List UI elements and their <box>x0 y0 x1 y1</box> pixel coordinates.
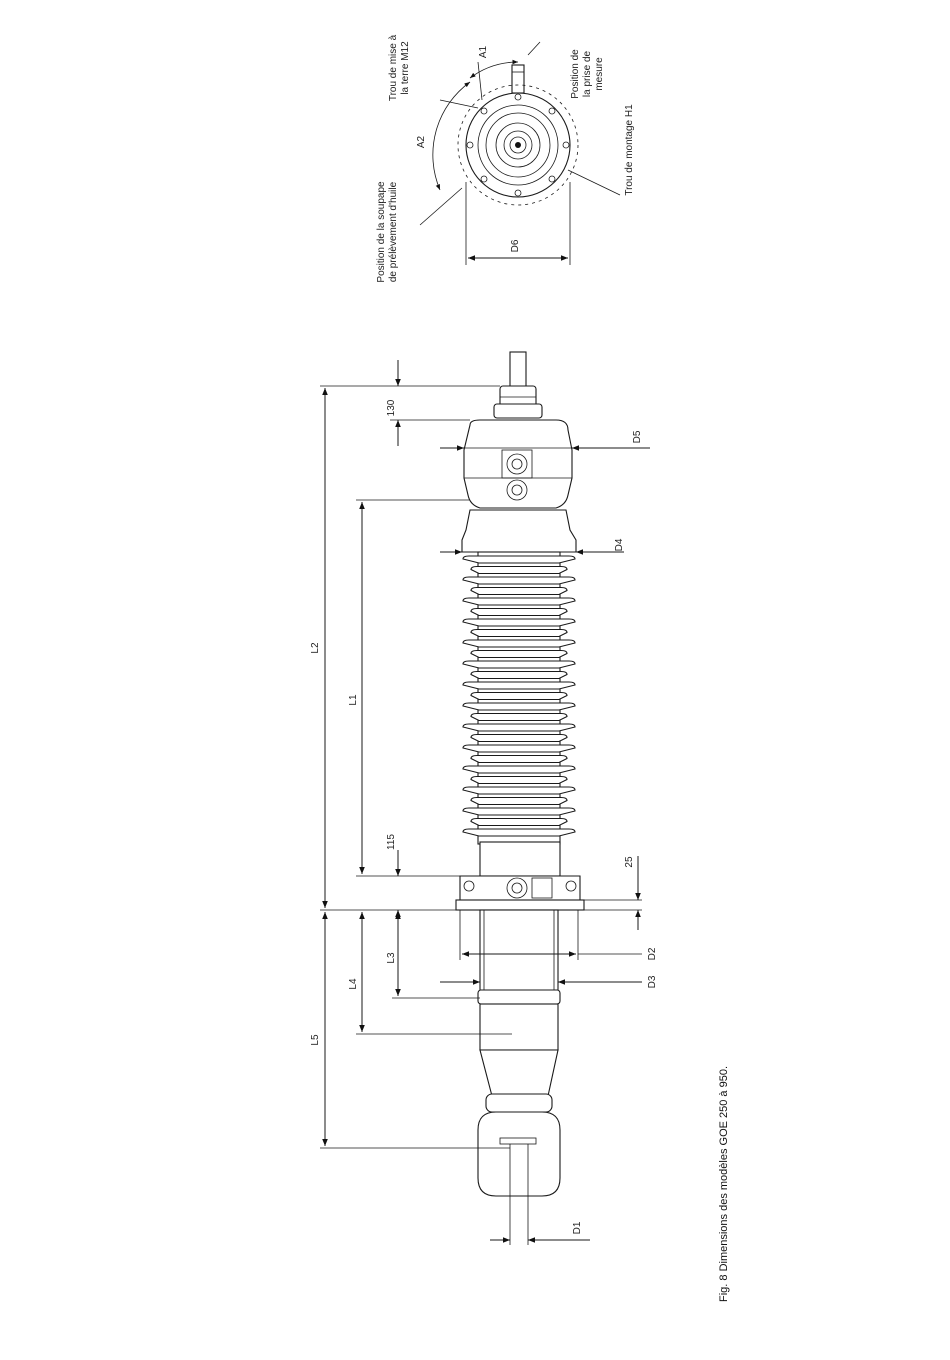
insulator-shed <box>463 577 575 584</box>
svg-text:Position de la soupape: Position de la soupape <box>376 181 387 283</box>
l2-label: L2 <box>310 642 321 654</box>
insulator-shed <box>463 598 575 605</box>
top-view: A1 A2 D6 Trou de mise à la terre M12 Pos… <box>376 34 635 282</box>
insulator-shed <box>463 766 575 773</box>
insulator-shed <box>463 787 575 794</box>
l5-label: L5 <box>310 1034 321 1046</box>
insulator-shed <box>471 714 567 721</box>
dim-130-label: 130 <box>386 399 397 416</box>
d6-label: D6 <box>510 239 521 252</box>
insulator-shed <box>463 703 575 710</box>
a2-label: A2 <box>416 135 427 148</box>
insulator-shed <box>471 588 567 595</box>
figure-caption: Fig. 8 Dimensions des modèles GOE 250 à … <box>718 1066 730 1302</box>
d1-label: D1 <box>572 1221 583 1234</box>
svg-text:la terre M12: la terre M12 <box>400 41 411 95</box>
insulator-shed <box>471 693 567 700</box>
svg-text:mesure: mesure <box>594 57 605 91</box>
earth-hole-label: Trou de mise à la terre M12 <box>388 34 411 101</box>
insulator-shed <box>463 808 575 815</box>
insulator-shed <box>471 735 567 742</box>
oil-valve-label: Position de la soupape de prélèvement d'… <box>376 181 399 283</box>
side-view: L2 130 L1 115 L3 L4 L5 D5 D4 25 D2 D3 D1 <box>310 352 658 1245</box>
test-tap-stub <box>512 65 524 93</box>
top-terminal <box>510 352 526 388</box>
svg-text:de prélèvement d'huile: de prélèvement d'huile <box>388 181 399 282</box>
d2-label: D2 <box>647 947 658 960</box>
l3-label: L3 <box>386 952 397 964</box>
mounting-hole-label: Trou de montage H1 <box>624 104 635 196</box>
svg-text:la prise de: la prise de <box>582 50 593 97</box>
d3-label: D3 <box>647 975 658 988</box>
l4-label: L4 <box>348 978 359 990</box>
d5-label: D5 <box>632 430 643 443</box>
insulator-shed <box>471 567 567 574</box>
insulator-shed <box>463 682 575 689</box>
mounting-flange <box>460 876 580 900</box>
insulator-shed <box>463 556 575 563</box>
insulator-shed <box>463 829 575 836</box>
insulator-shed <box>463 619 575 626</box>
dim-25-label: 25 <box>624 856 635 868</box>
insulator-shed <box>463 724 575 731</box>
a1-label: A1 <box>478 45 489 58</box>
insulator-shed <box>471 672 567 679</box>
insulator-shed <box>471 777 567 784</box>
insulator-shed <box>463 661 575 668</box>
insulator-shed <box>471 630 567 637</box>
insulator-sheds <box>463 552 575 844</box>
insulator-shed <box>471 798 567 805</box>
insulator-shed <box>471 819 567 826</box>
dim-115-label: 115 <box>386 834 397 850</box>
d4-label: D4 <box>614 538 625 551</box>
insulator-shed <box>463 640 575 647</box>
svg-text:Trou de mise à: Trou de mise à <box>388 34 399 101</box>
insulator-shed <box>471 609 567 616</box>
l1-label: L1 <box>348 694 359 706</box>
insulator-shed <box>463 745 575 752</box>
bottom-shield <box>478 1112 560 1196</box>
insulator-shed <box>471 651 567 658</box>
test-tap-label: Position de la prise de mesure <box>570 49 605 99</box>
svg-text:Position de: Position de <box>570 49 581 99</box>
insulator-shed <box>471 756 567 763</box>
